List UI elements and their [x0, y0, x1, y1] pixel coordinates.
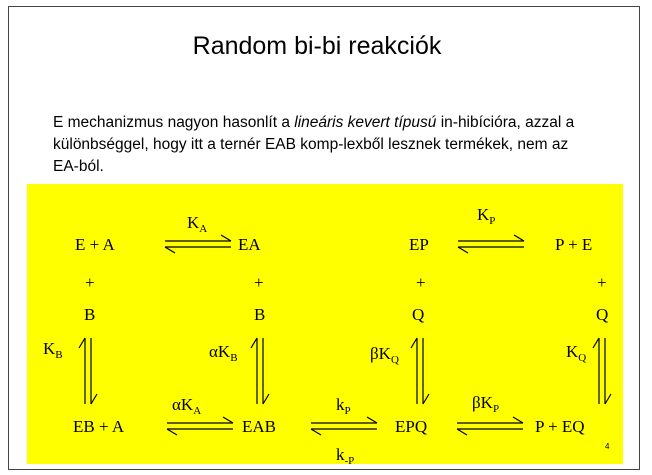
harpoon-beta-kq	[410, 337, 430, 405]
species-epq: EPQ	[395, 417, 427, 436]
species-p-plus-eq: P + EQ	[535, 417, 585, 436]
harpoon-alpha-kb	[250, 337, 270, 405]
harpoon-beta-kp	[456, 416, 524, 436]
species-q-right: Q	[596, 305, 608, 324]
harpoon-alpha-ka	[166, 416, 234, 436]
species-ea: EA	[238, 235, 261, 254]
species-ep: EP	[409, 235, 429, 254]
slide-title: Random bi-bi reakciók	[192, 32, 442, 60]
plus-1: +	[85, 273, 95, 292]
label-kq: KQ	[566, 342, 586, 364]
page-number: 4	[605, 442, 610, 451]
label-alpha-kb: αKB	[209, 342, 238, 364]
description-paragraph: E mechanizmus nagyon hasonlít a lineáris…	[53, 112, 598, 178]
para-text-2: in-hibícióra, azzal a különbséggel, hogy…	[53, 114, 575, 175]
label-beta-kq: βKQ	[370, 344, 399, 366]
plus-3: +	[416, 273, 426, 292]
para-italic: lineáris kevert típusú	[294, 114, 437, 131]
species-eab: EAB	[242, 417, 276, 436]
species-eb-plus-a: EB + A	[73, 417, 125, 436]
harpoon-kp	[457, 234, 525, 254]
label-kp: KP	[477, 205, 495, 227]
label-alpha-ka: αKA	[172, 395, 201, 417]
mechanism-box	[27, 184, 623, 464]
harpoon-kb	[78, 337, 98, 405]
harpoon-ka	[164, 234, 232, 254]
species-e-plus-a: E + A	[75, 235, 116, 254]
para-text-1: E mechanizmus nagyon hasonlít a	[53, 114, 295, 131]
label-beta-kp: βKP	[472, 393, 499, 415]
label-kp-forward: kP	[336, 395, 351, 417]
species-p-plus-e: P + E	[555, 235, 592, 254]
plus-4: +	[597, 273, 607, 292]
harpoon-kp-lower	[310, 416, 378, 436]
plus-2: +	[254, 273, 264, 292]
label-ka: KA	[187, 213, 207, 235]
harpoon-kq	[592, 337, 612, 405]
species-q-left: Q	[412, 305, 424, 324]
label-kb: KB	[43, 339, 63, 361]
species-b-left: B	[84, 305, 95, 324]
label-k-minus-p: k-P	[336, 445, 354, 467]
species-b-mid: B	[254, 305, 265, 324]
